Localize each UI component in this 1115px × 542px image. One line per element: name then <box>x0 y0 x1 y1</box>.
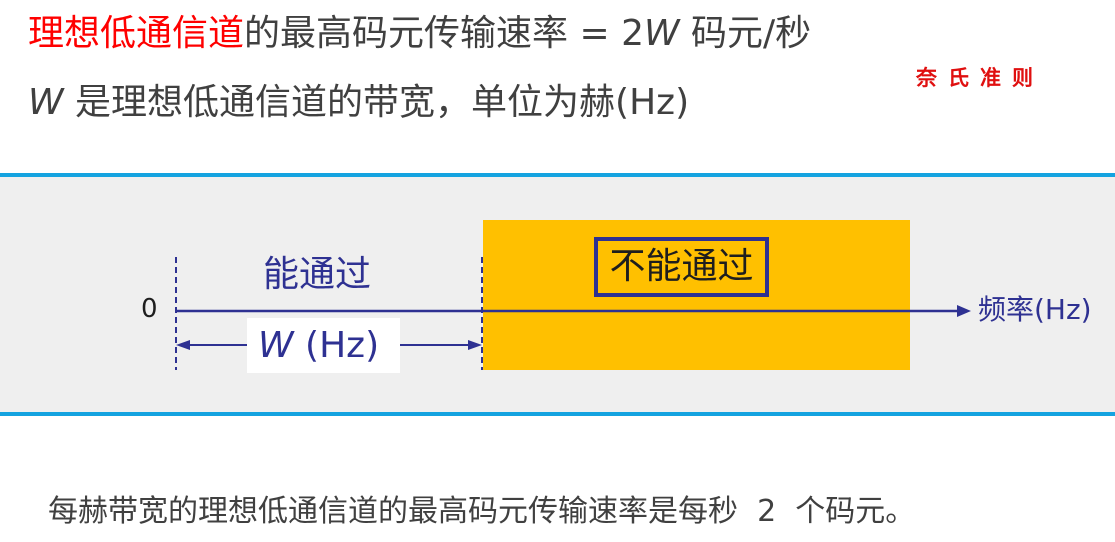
bandwidth-unit: (Hz) <box>293 324 380 366</box>
conclusion-text: 每赫带宽的理想低通信道的最高码元传输速率是每秒 2 个码元。 <box>48 494 916 529</box>
passband-label: 能通过 <box>263 254 372 295</box>
frequency-axis-label: 频率(Hz) <box>978 293 1092 326</box>
bandwidth-variable: W <box>28 82 64 123</box>
bandwidth-arrow-left-icon <box>176 340 190 350</box>
formula-line: 理想低通信道的最高码元传输速率 = 2W 码元/秒 <box>28 16 811 52</box>
highlight-term: 理想低通信道 <box>28 13 245 54</box>
nyquist-criterion-stamp: 奈氏准则 <box>916 65 1044 90</box>
bandwidth-label: W (Hz) <box>258 324 380 366</box>
blocked-label: 不能通过 <box>609 246 754 287</box>
definition-line: W 是理想低通信道的带宽，单位为赫(Hz) <box>28 85 689 121</box>
bandwidth-variable: W <box>643 13 680 54</box>
formula-unit: 码元/秒 <box>679 13 812 54</box>
axis-arrowhead-icon <box>957 305 971 317</box>
bandwidth-label-box: W (Hz) <box>247 318 400 373</box>
origin-label: 0 <box>141 294 158 324</box>
definition-text: 是理想低通信道的带宽，单位为赫(Hz) <box>63 82 690 123</box>
bandwidth-arrow-right-icon <box>468 340 482 350</box>
bandwidth-variable: W <box>258 324 294 366</box>
formula-text: 的最高码元传输速率 = 2 <box>244 13 644 54</box>
blocked-label-box: 不能通过 <box>594 237 769 297</box>
